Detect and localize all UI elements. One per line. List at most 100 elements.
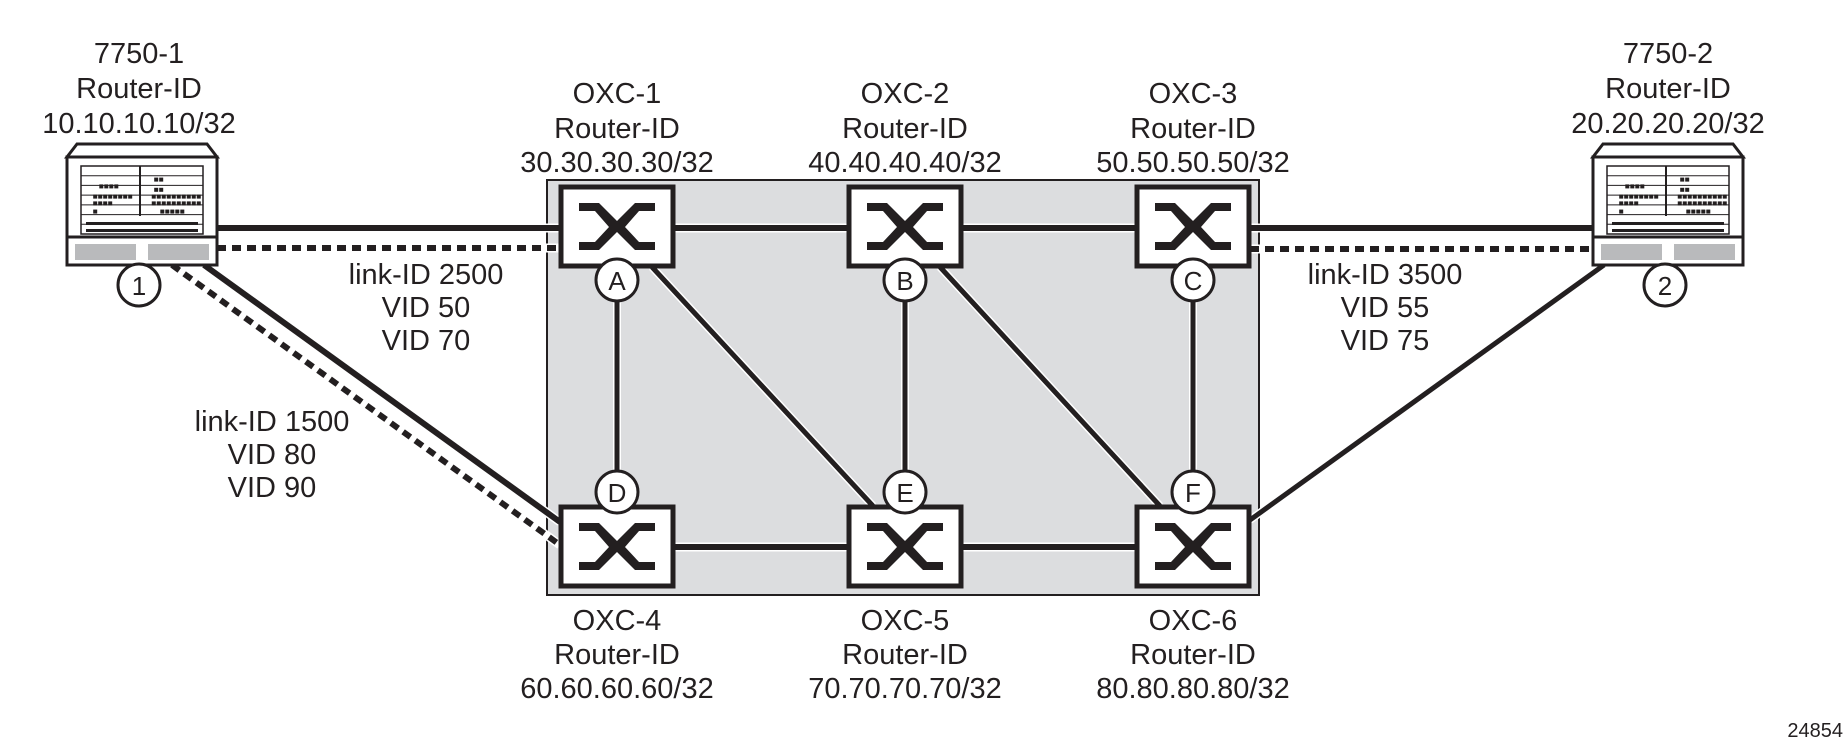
- port-led: [1706, 209, 1711, 214]
- port-led: [1687, 194, 1692, 199]
- oxc-6-ip: 80.80.80.80/32: [1096, 673, 1290, 705]
- port-led: [1722, 201, 1727, 206]
- port-led: [1682, 201, 1687, 206]
- nodes-layer: A B C D E F 1 2: [63, 142, 1747, 589]
- line-card-ports: [86, 229, 198, 232]
- cross-connect-icon: [579, 523, 655, 570]
- oxc-node-3[interactable]: C: [1134, 184, 1252, 303]
- router-7750-1-label: Router-ID: [76, 73, 202, 105]
- oxc-node-1[interactable]: A: [558, 184, 676, 303]
- port-label: D: [608, 478, 627, 508]
- port-led: [186, 201, 191, 206]
- link-oxc-1-oxc-5: [650, 265, 875, 508]
- line-card-ports: [1612, 229, 1724, 232]
- port-led: [1619, 194, 1624, 199]
- port-label: F: [1185, 478, 1201, 508]
- port-led: [1702, 201, 1707, 206]
- link-label-2500-id: link-ID 2500: [349, 259, 504, 291]
- port-led: [191, 201, 196, 206]
- port-led: [1682, 194, 1687, 199]
- oxc-1-label: Router-ID: [554, 113, 680, 145]
- port-led: [1696, 209, 1701, 214]
- oxc-1-ip: 30.30.30.30/32: [520, 147, 714, 179]
- port-label: 1: [132, 271, 146, 301]
- port-led: [1624, 194, 1629, 199]
- port-led: [1680, 177, 1685, 182]
- oxc-node-4[interactable]: D: [558, 469, 676, 589]
- oxc-node-6[interactable]: F: [1134, 469, 1252, 589]
- port-led: [1624, 201, 1629, 206]
- link-label-1500-vid1: VID 80: [228, 439, 317, 471]
- link-label-1500-vid2: VID 90: [228, 472, 317, 504]
- port-led: [1629, 201, 1634, 206]
- oxc-3-name: OXC-3: [1149, 78, 1238, 110]
- port-led: [176, 201, 181, 206]
- port-led: [1707, 194, 1712, 199]
- port-led: [1685, 177, 1690, 182]
- oxc-3-ip: 50.50.50.50/32: [1096, 147, 1290, 179]
- port-circle: [594, 257, 640, 303]
- port-led: [118, 194, 123, 199]
- port-circle: [882, 469, 928, 515]
- port-led: [175, 209, 180, 214]
- port-led: [1634, 194, 1639, 199]
- port-led: [1691, 209, 1696, 214]
- port-led: [1702, 194, 1707, 199]
- oxc-5-name: OXC-5: [861, 605, 950, 637]
- links-layer: [169, 223, 1607, 552]
- port-led: [128, 194, 133, 199]
- router-7750-2-label: Router-ID: [1605, 73, 1731, 105]
- port-led: [1630, 184, 1635, 189]
- port-led: [1687, 201, 1692, 206]
- port-led: [113, 194, 118, 199]
- link-oxc-6-7750-2: [1248, 262, 1606, 523]
- port-led: [170, 209, 175, 214]
- cross-connect-icon: [867, 203, 943, 250]
- port-led: [156, 201, 161, 206]
- port-led: [166, 194, 171, 199]
- router-7750-1-ip: 10.10.10.10/32: [42, 108, 236, 140]
- link-oxc-2-oxc-6: [938, 265, 1162, 508]
- oxc-6-name: OXC-6: [1149, 605, 1238, 637]
- port-led: [151, 194, 156, 199]
- router-7750-2[interactable]: 2: [1589, 142, 1747, 308]
- oxc-4-ip: 60.60.60.60/32: [520, 673, 714, 705]
- port-led: [1635, 184, 1640, 189]
- port-led: [1686, 209, 1691, 214]
- port-led: [1701, 209, 1706, 214]
- port-led: [1625, 184, 1630, 189]
- port-led: [171, 201, 176, 206]
- port-led: [1654, 194, 1659, 199]
- port-led: [1712, 194, 1717, 199]
- link-7750-1-oxc-4-control: [170, 262, 562, 548]
- oxc-node-5[interactable]: E: [846, 469, 964, 589]
- port-led: [166, 201, 171, 206]
- port-led: [99, 184, 104, 189]
- link-7750-1-oxc-4-data: [202, 262, 562, 525]
- port-led: [103, 194, 108, 199]
- oxc-1-name: OXC-1: [573, 78, 662, 110]
- oxc-node-2[interactable]: B: [846, 184, 964, 303]
- line-card-ports: [86, 222, 198, 225]
- port-led: [161, 194, 166, 199]
- port-circle: [594, 469, 640, 515]
- port-led: [1619, 209, 1624, 214]
- port-led: [160, 209, 165, 214]
- port-led: [1649, 194, 1654, 199]
- router-7750-1[interactable]: 1: [63, 142, 221, 308]
- oxc-2-ip: 40.40.40.40/32: [808, 147, 1002, 179]
- oxc-5-label: Router-ID: [842, 639, 968, 671]
- port-label: 2: [1658, 271, 1672, 301]
- port-led: [1619, 201, 1624, 206]
- link-label-1500-id: link-ID 1500: [195, 406, 350, 438]
- port-led: [161, 201, 166, 206]
- router-7750-2-name: 7750-2: [1623, 38, 1713, 70]
- port-led: [154, 177, 159, 182]
- port-led: [109, 184, 114, 189]
- port-led: [1640, 184, 1645, 189]
- figure-number: 24854: [1787, 720, 1843, 742]
- oxc-box: [846, 504, 964, 589]
- port-label: B: [896, 266, 913, 296]
- port-led: [108, 201, 113, 206]
- port-led: [196, 194, 201, 199]
